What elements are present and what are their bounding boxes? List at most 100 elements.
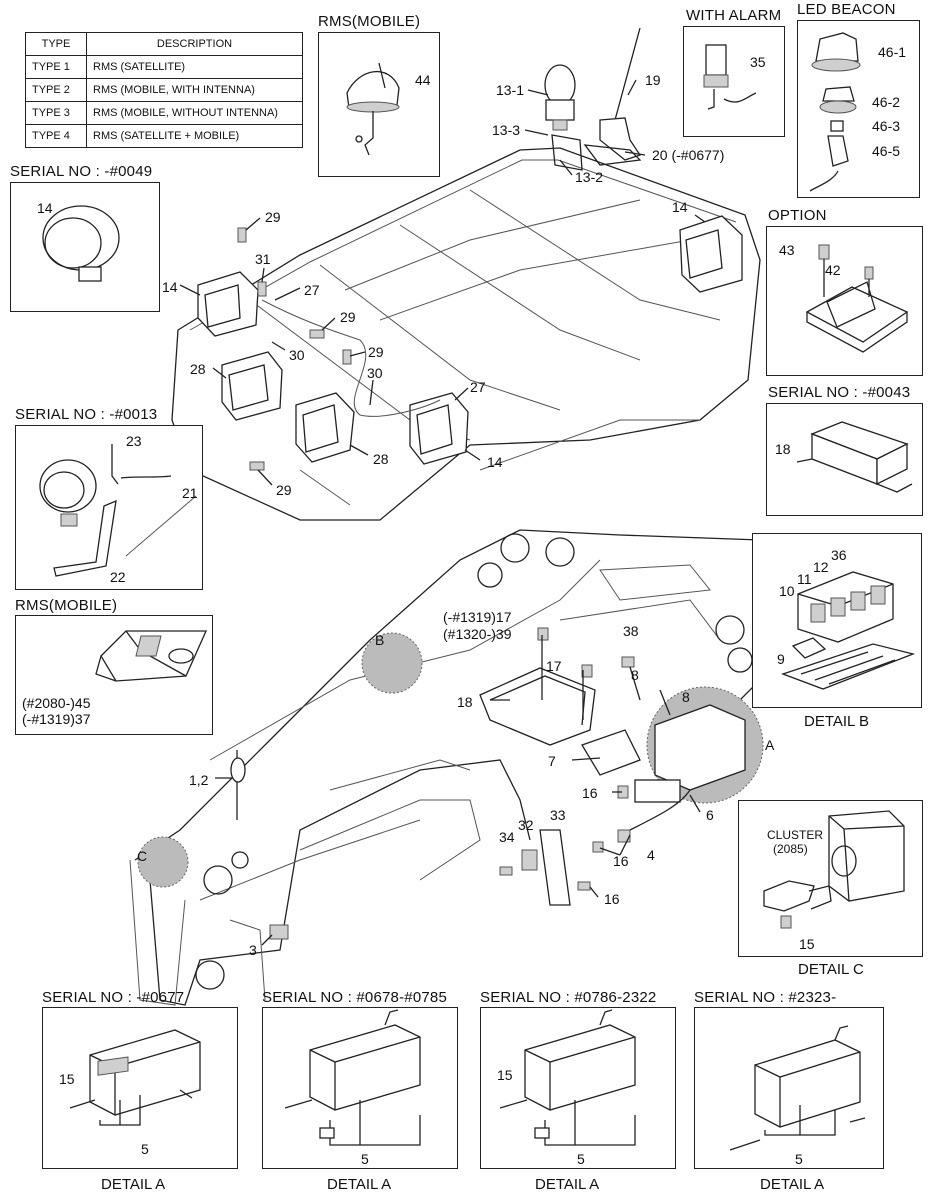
type-table: TYPE DESCRIPTION TYPE 1 RMS (SATELLITE) … [25, 32, 303, 148]
led-beacon-title: LED BEACON [797, 1, 896, 18]
work-lamp-drawings [197, 215, 743, 465]
type-header: TYPE [25, 32, 87, 56]
description-header: DESCRIPTION [86, 32, 303, 56]
part-label: 29 [368, 344, 384, 360]
part-label: 15 [799, 936, 815, 952]
lamp-bracket-icon [39, 444, 197, 577]
part-label: 29 [340, 309, 356, 325]
detail-a-serial-3: SERIAL NO : #0786-2322 [480, 989, 657, 1006]
part-label: 30 [367, 365, 383, 381]
controller-box-icon [796, 421, 913, 493]
serial-0043-panel: 18 [766, 403, 923, 516]
table-row: TYPE 2 RMS (MOBILE, WITH INTENNA) [25, 78, 303, 102]
radio-unit-3 [499, 1009, 636, 1146]
part-label: 14 [37, 200, 53, 216]
part-label: 4 [647, 847, 655, 863]
part-label: 23 [126, 433, 142, 449]
cluster-label: CLUSTER [767, 828, 824, 842]
table-row: TYPE 4 RMS (SATELLITE + MOBILE) [25, 124, 303, 148]
part-label: 29 [276, 482, 292, 498]
with-alarm-panel: 35 [683, 26, 785, 137]
part-label: 15 [59, 1071, 75, 1087]
type-table-header: TYPE DESCRIPTION [25, 32, 303, 56]
part-label: 46-5 [872, 143, 901, 159]
part-label: 9 [777, 651, 785, 667]
radio-unit-1 [69, 1029, 201, 1126]
part-label: 8 [631, 667, 639, 683]
serial-0013-title: SERIAL NO : -#0013 [15, 406, 158, 423]
part-label: 42 [825, 262, 841, 278]
part-label: 46-1 [878, 44, 907, 60]
description-cell: RMS (MOBILE, WITH INTENNA) [86, 78, 303, 102]
part-label: 19 [645, 72, 661, 88]
option-bracket-icon [805, 244, 909, 353]
detail-a-caption-2: DETAIL A [327, 1176, 392, 1193]
detail-a-serial-1: SERIAL NO : -#0677 [42, 989, 185, 1006]
part-label: 31 [255, 251, 271, 267]
detail-a-panel-3: 15 5 [480, 1007, 676, 1169]
with-alarm-title: WITH ALARM [686, 7, 782, 24]
rms-antenna-icon [346, 62, 400, 156]
option-title: OPTION [768, 207, 827, 224]
part-label: 11 [797, 571, 812, 587]
part-label: 5 [795, 1151, 803, 1167]
cluster-icon [763, 810, 905, 929]
part-label: 13-1 [496, 82, 525, 98]
detail-b-ref: B [375, 632, 385, 648]
led-beacon-icon [809, 32, 861, 192]
part-label: 20 (-#0677) [652, 147, 725, 163]
part-label: 33 [550, 807, 566, 823]
part-label: 18 [457, 694, 473, 710]
part-label: (-#1319)37 [22, 711, 91, 727]
part-label: 27 [470, 379, 486, 395]
part-label: 22 [110, 569, 126, 585]
part-label: 6 [706, 807, 714, 823]
rms-mobile-top-title: RMS(MOBILE) [318, 13, 421, 30]
detail-a-serial-4: SERIAL NO : #2323- [694, 989, 837, 1006]
part-label: 5 [361, 1151, 369, 1167]
led-beacon-panel: 46-1 46-2 46-3 46-5 [797, 20, 920, 198]
leader-lines [179, 79, 706, 946]
part-label: 10 [779, 583, 795, 599]
rms-mobile-top-panel: 44 [318, 32, 440, 177]
part-label: 28 [373, 451, 389, 467]
part-label: 14 [672, 199, 688, 215]
detail-c-ref: C [137, 848, 148, 864]
part-label: 16 [604, 891, 620, 907]
part-label: 43 [779, 242, 795, 258]
description-cell: RMS (MOBILE, WITHOUT INTENNA) [86, 101, 303, 125]
switch-panel-icon [781, 571, 916, 690]
option-panel: 43 42 [766, 226, 923, 376]
part-label: 46-2 [872, 94, 901, 110]
type-cell: TYPE 3 [25, 101, 87, 125]
part-label: (#1320-)39 [443, 626, 512, 642]
part-label: 8 [682, 689, 690, 705]
serial-0013-panel: 23 21 22 [15, 425, 203, 590]
part-label: 30 [289, 347, 305, 363]
cab-roof-drawing [171, 147, 761, 521]
part-label: 16 [582, 785, 598, 801]
rms-mobile-bottom-panel: (#2080-)45 (-#1319)37 [15, 615, 213, 735]
part-label: 13-2 [575, 169, 604, 185]
table-row: TYPE 1 RMS (SATELLITE) [25, 55, 303, 79]
part-label: 3 [249, 942, 257, 958]
part-label: 38 [623, 623, 639, 639]
part-label: 14 [487, 454, 503, 470]
detail-a-serial-2: SERIAL NO : #0678-#0785 [262, 989, 447, 1006]
part-label: (#2080-)45 [22, 695, 91, 711]
detail-c-panel: CLUSTER (2085) 15 [738, 800, 923, 957]
detail-a-caption-1: DETAIL A [101, 1176, 166, 1193]
detail-a-panel-1: 15 5 [42, 1007, 238, 1169]
serial-0049-title: SERIAL NO : -#0049 [10, 163, 153, 180]
detail-b-caption: DETAIL B [804, 713, 870, 730]
part-label: 12 [813, 559, 829, 575]
rms-mobile-bottom-title: RMS(MOBILE) [15, 597, 118, 614]
part-label: 28 [190, 361, 206, 377]
detail-c-caption: DETAIL C [798, 961, 864, 978]
beacon-antenna-drawing [544, 27, 642, 171]
detail-b-marker [361, 632, 423, 694]
description-cell: RMS (SATELLITE) [86, 55, 303, 79]
part-label: 29 [265, 209, 281, 225]
part-label: 32 [518, 817, 534, 833]
alarm-beacon-icon [703, 44, 757, 110]
